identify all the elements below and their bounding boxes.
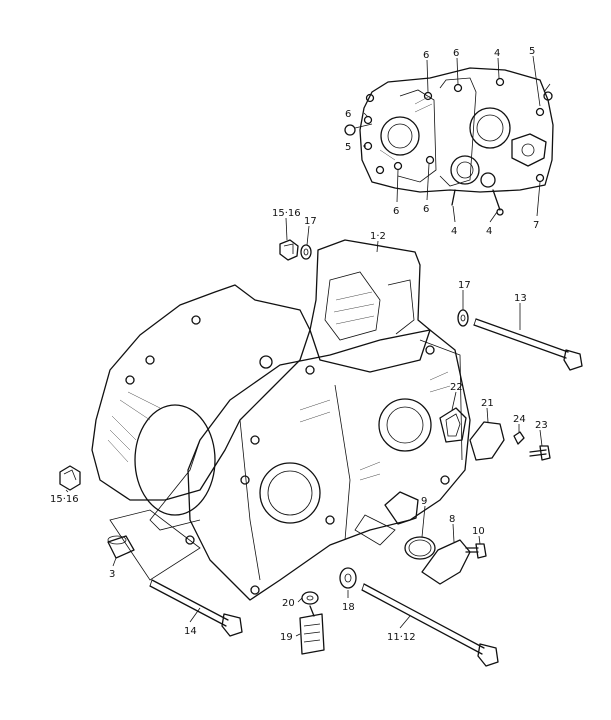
callout-inset-6c: 6 bbox=[345, 109, 351, 120]
part-22-gasket bbox=[439, 407, 467, 443]
part-9-o-ring bbox=[404, 536, 436, 560]
part-24-washer bbox=[513, 431, 525, 445]
main-leaders bbox=[65, 217, 543, 637]
callout-19: 19 bbox=[280, 632, 293, 643]
part-17-right-washer bbox=[457, 309, 469, 327]
callout-inset-6d: 6 bbox=[393, 206, 399, 217]
inset-leaders bbox=[363, 55, 541, 223]
callout-15-16-left: 15·16 bbox=[50, 494, 79, 505]
lower-gasket-outline bbox=[109, 509, 201, 581]
callout-labels: 6 6 4 5 6 5 6 6 4 4 7 15·16 17 1·2 17 13… bbox=[50, 46, 548, 643]
callout-inset-6a: 6 bbox=[423, 50, 429, 61]
part-17-top-washer bbox=[300, 244, 312, 260]
callout-14: 14 bbox=[184, 626, 197, 637]
callout-1-2: 1·2 bbox=[370, 231, 386, 242]
callout-9: 9 bbox=[421, 496, 427, 507]
callout-8: 8 bbox=[449, 514, 455, 525]
part-15-16-top bbox=[279, 239, 299, 261]
callout-13: 13 bbox=[514, 293, 527, 304]
callout-inset-4b: 4 bbox=[451, 226, 457, 237]
callout-18: 18 bbox=[342, 602, 355, 613]
part-18-washer bbox=[339, 567, 357, 589]
callout-23: 23 bbox=[535, 420, 548, 431]
part-11-12-long-bolt bbox=[361, 583, 499, 667]
callout-3: 3 bbox=[109, 569, 115, 580]
callout-inset-7: 7 bbox=[533, 220, 539, 231]
part-20-washer bbox=[301, 591, 319, 605]
part-15-16-left bbox=[59, 465, 81, 491]
part-19-drain-plug bbox=[299, 605, 325, 655]
part-13-long-bolt bbox=[473, 318, 583, 371]
callout-21: 21 bbox=[481, 398, 494, 409]
part-21-cover bbox=[469, 421, 505, 461]
part-8-cover bbox=[421, 539, 471, 585]
callout-15-16-top: 15·16 bbox=[272, 208, 301, 219]
callout-inset-5b: 5 bbox=[345, 142, 351, 153]
callout-inset-4c: 4 bbox=[486, 226, 492, 237]
part-14-long-bolt bbox=[149, 579, 243, 637]
callout-inset-5a: 5 bbox=[529, 46, 535, 57]
callout-24: 24 bbox=[513, 414, 526, 425]
part-3-dowel bbox=[107, 535, 135, 559]
part-10-bolt bbox=[465, 543, 487, 559]
callout-inset-6e: 6 bbox=[423, 204, 429, 215]
callout-20: 20 bbox=[282, 598, 295, 609]
inset-crankcase-view bbox=[344, 67, 554, 216]
callout-10: 10 bbox=[472, 526, 485, 537]
callout-17-top: 17 bbox=[304, 216, 317, 227]
crankcase-assembly bbox=[91, 239, 471, 601]
callout-11-12: 11·12 bbox=[387, 632, 416, 643]
callout-inset-6b: 6 bbox=[453, 48, 459, 59]
callout-22: 22 bbox=[450, 382, 463, 393]
right-gasket-outline bbox=[354, 514, 396, 546]
callout-inset-4a: 4 bbox=[494, 48, 500, 59]
part-23-bolt bbox=[529, 445, 551, 461]
callout-17-right: 17 bbox=[458, 280, 471, 291]
